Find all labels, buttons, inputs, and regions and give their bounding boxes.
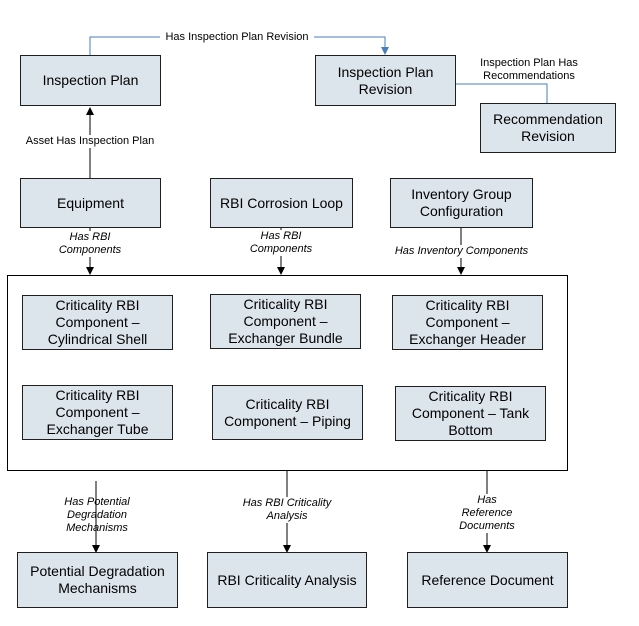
component-exchanger-bundle-box: Criticality RBI Component – Exchanger Bu… xyxy=(210,294,361,349)
inspection-plan-revision-box: Inspection Plan Revision xyxy=(315,55,456,106)
connector-recommendations xyxy=(456,83,548,103)
recommendation-revision-box: Recommendation Revision xyxy=(480,103,616,153)
component-cylindrical-shell-box: Criticality RBI Component – Cylindrical … xyxy=(22,295,173,350)
label-has-reference-documents: Has Reference Documents xyxy=(452,494,522,533)
component-exchanger-tube-box: Criticality RBI Component – Exchanger Tu… xyxy=(22,385,173,440)
rbi-corrosion-loop-box: RBI Corrosion Loop xyxy=(210,178,353,228)
component-tank-bottom-box: Criticality RBI Component – Tank Bottom xyxy=(395,386,546,441)
label-has-rbi-components-2: Has RBI Components xyxy=(245,230,317,256)
component-exchanger-header-box: Criticality RBI Component – Exchanger He… xyxy=(392,295,543,350)
label-asset-has-inspection-plan: Asset Has Inspection Plan xyxy=(21,135,159,148)
component-piping-box: Criticality RBI Component – Piping xyxy=(212,385,363,440)
inventory-group-configuration-box: Inventory Group Configuration xyxy=(390,178,533,228)
label-inspection-plan-has-recommendations: Inspection Plan Has Recommendations xyxy=(480,57,578,82)
label-has-inspection-plan-revision: Has Inspection Plan Revision xyxy=(160,31,314,44)
rbi-criticality-analysis-box: RBI Criticality Analysis xyxy=(207,552,367,608)
label-has-inventory-components: Has Inventory Components xyxy=(391,245,532,258)
potential-degradation-mechanisms-box: Potential Degradation Mechanisms xyxy=(17,552,178,608)
inspection-plan-box: Inspection Plan xyxy=(20,55,161,106)
label-has-rbi-criticality-analysis: Has RBI Criticality Analysis xyxy=(237,497,337,523)
label-has-potential-degradation-mechanisms: Has Potential Degradation Mechanisms xyxy=(64,496,130,534)
reference-document-box: Reference Document xyxy=(407,552,568,608)
label-has-rbi-components-1: Has RBI Components xyxy=(54,231,126,257)
rbi-components-container xyxy=(7,275,568,471)
equipment-box: Equipment xyxy=(20,178,161,228)
